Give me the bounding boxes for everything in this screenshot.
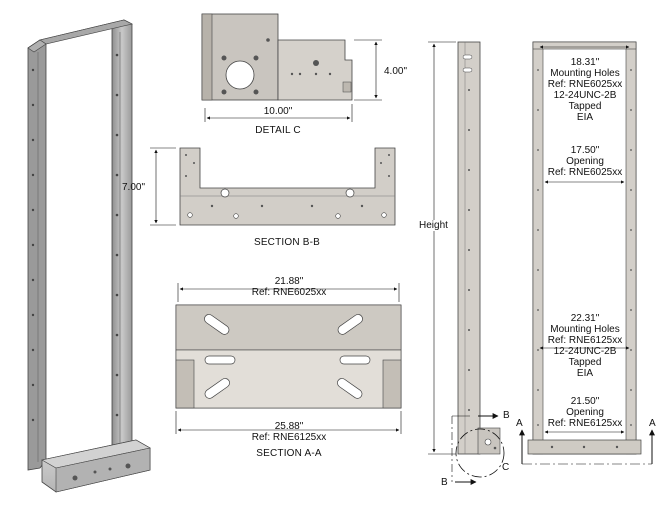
front-note-line: 12-24UNC-2B bbox=[553, 90, 617, 101]
front-note-opening-bottom: 21.50" Opening Ref: RNE6125xx bbox=[548, 396, 622, 429]
rack-3d-view bbox=[27, 19, 151, 493]
detail-c-view bbox=[201, 13, 382, 122]
section-aa-bottom-dim: 25.88" bbox=[274, 421, 304, 432]
section-aa-bottom-ref: Ref: RNE6125xx bbox=[251, 432, 327, 443]
front-note-line: 17.50" bbox=[570, 145, 600, 156]
front-note-line: Tapped bbox=[568, 357, 602, 368]
section-aa-top-ref: Ref: RNE6025xx bbox=[251, 287, 327, 298]
detail-c-marker: C bbox=[502, 462, 510, 473]
detail-c-caption: DETAIL C bbox=[255, 125, 301, 136]
rack-front-view bbox=[519, 41, 655, 465]
front-note-line: Tapped bbox=[568, 101, 602, 112]
front-note-line: Opening bbox=[566, 407, 604, 418]
section-bb-view bbox=[150, 147, 396, 226]
front-note-line: 18.31" bbox=[570, 57, 600, 68]
rack-side-view bbox=[428, 41, 505, 485]
front-note-line: Ref: RNE6125xx bbox=[547, 418, 623, 429]
front-note-line: Ref: RNE6025xx bbox=[547, 79, 623, 90]
section-a-marker-left: A bbox=[516, 418, 523, 429]
detail-c-width-dim: 10.00" bbox=[263, 106, 293, 117]
front-note-opening-top: 17.50" Opening Ref: RNE6025xx bbox=[548, 145, 622, 178]
section-aa-caption: SECTION A-A bbox=[256, 448, 322, 459]
detail-c-height-dim: 4.00" bbox=[384, 66, 408, 77]
section-b-marker-bottom: B bbox=[441, 477, 448, 488]
section-bb-caption: SECTION B-B bbox=[253, 237, 321, 248]
height-dim-label: Height bbox=[418, 220, 449, 231]
front-note-mounting-bottom: 22.31" Mounting Holes Ref: RNE6125xx 12-… bbox=[548, 313, 622, 379]
section-bb-height-dim: 7.00" bbox=[122, 182, 146, 193]
section-aa-top-dim: 21.88" bbox=[274, 276, 304, 287]
section-aa-view bbox=[175, 283, 402, 434]
front-note-line: Ref: RNE6025xx bbox=[547, 167, 623, 178]
front-note-line: 22.31" bbox=[570, 313, 600, 324]
front-note-mounting-top: 18.31" Mounting Holes Ref: RNE6025xx 12-… bbox=[548, 57, 622, 123]
front-note-line: Mounting Holes bbox=[550, 68, 620, 79]
front-note-line: Ref: RNE6125xx bbox=[547, 335, 623, 346]
front-note-line: EIA bbox=[576, 112, 594, 123]
front-note-line: 12-24UNC-2B bbox=[553, 346, 617, 357]
front-note-line: Mounting Holes bbox=[550, 324, 620, 335]
front-note-line: 21.50" bbox=[570, 396, 600, 407]
section-a-marker-right: A bbox=[649, 418, 656, 429]
front-note-line: EIA bbox=[576, 368, 594, 379]
section-b-marker-top: B bbox=[503, 410, 510, 421]
front-note-line: Opening bbox=[566, 156, 604, 167]
